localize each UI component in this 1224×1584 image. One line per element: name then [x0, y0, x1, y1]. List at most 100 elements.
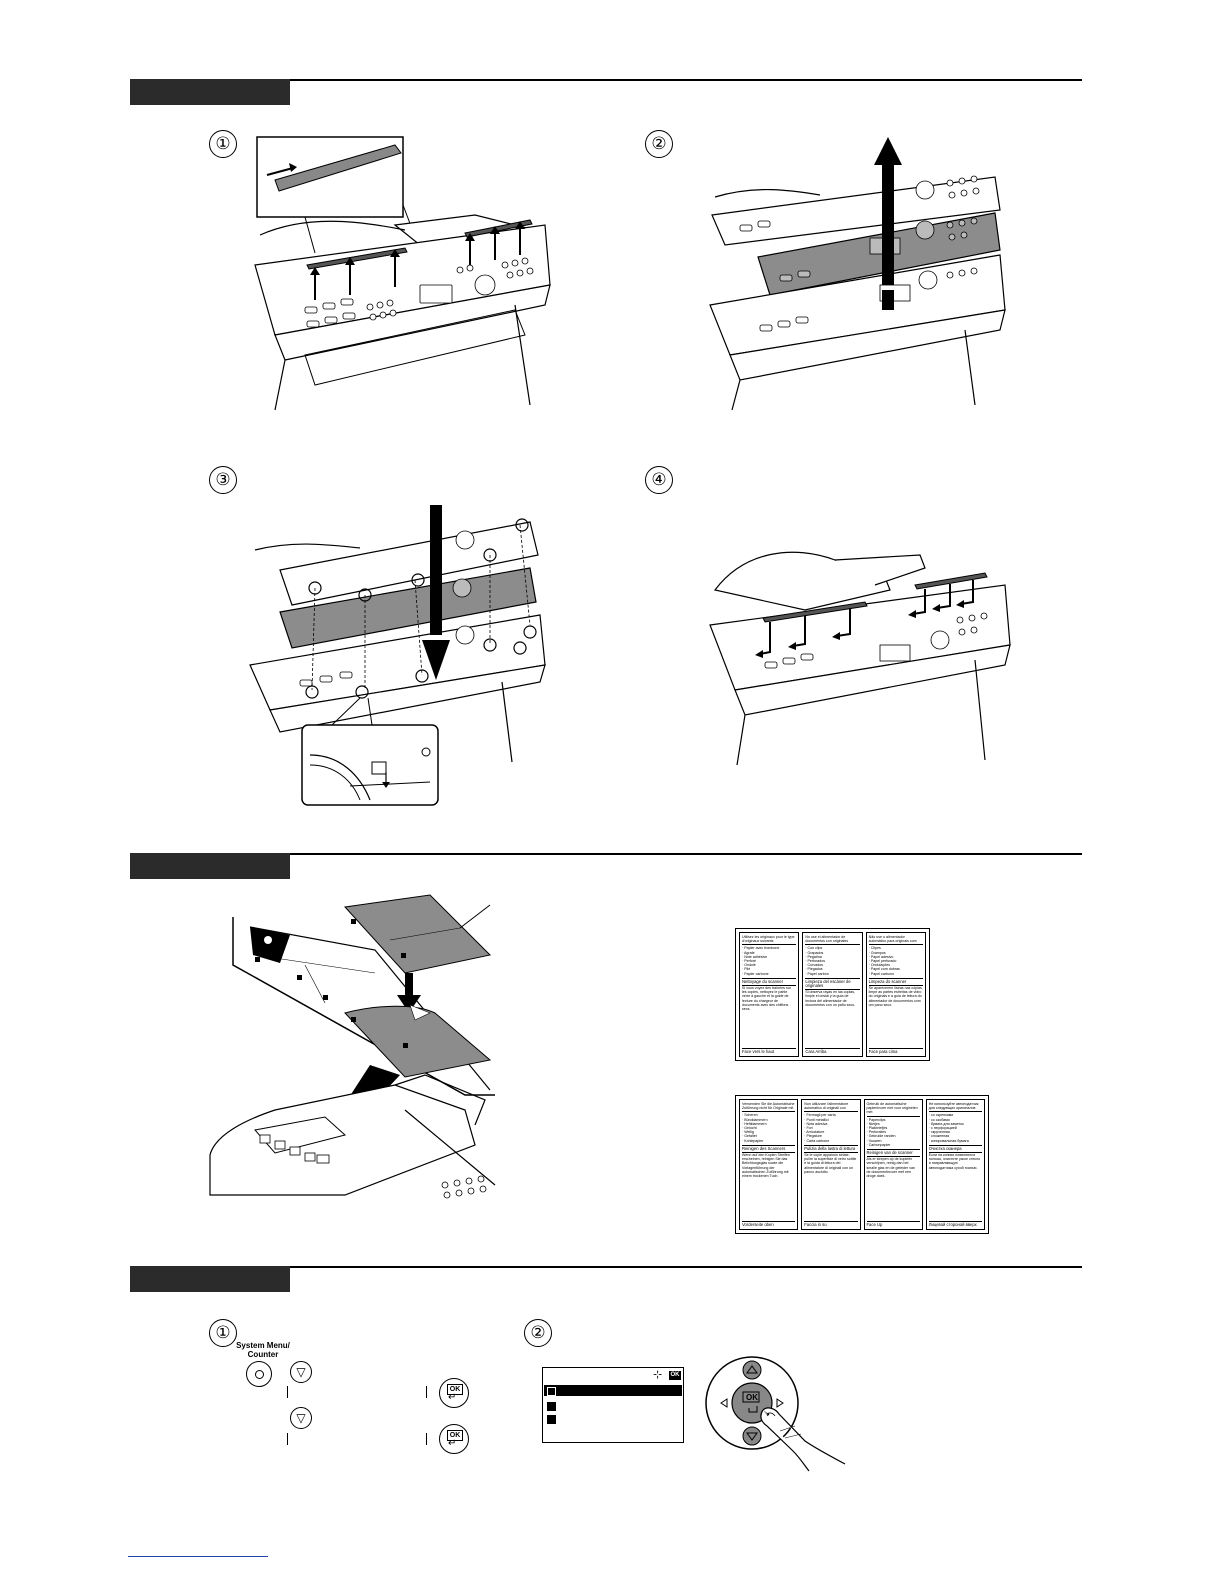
label-list-item: · Grapados	[805, 950, 824, 955]
menu-selection-bracket-2-end	[426, 1433, 427, 1445]
label-list-item: · Papel carbón	[805, 971, 829, 976]
lcd-row-3[interactable]	[544, 1413, 682, 1424]
label-list-item: · Clipes	[868, 946, 881, 951]
label-list-item: · Plié	[742, 967, 751, 972]
lcd-row-selected[interactable]	[544, 1385, 682, 1396]
label-column-header: Non utilizzare l'alimentatore automatico…	[804, 1102, 858, 1113]
label-column-header: Utilisez les originaux pour le type d'or…	[742, 935, 797, 946]
label-clean-title: Nettoyage du scanner	[742, 977, 797, 987]
label-list-item: · Nota adesiva	[804, 1121, 828, 1126]
menu-selection-bracket-2	[287, 1433, 288, 1445]
lcd-screen: ⊹ OK	[542, 1367, 684, 1443]
down-key-1[interactable]: ▽	[290, 1361, 312, 1383]
label-list-item: · Gekrulde randen	[866, 1134, 896, 1139]
lcd-ok-badge: OK	[669, 1371, 681, 1380]
label-column-header: Não use o alimentador automático para or…	[868, 935, 923, 946]
label-list-item: · Papel carbono	[868, 971, 895, 976]
label-list-item: · Gelocht	[742, 1126, 757, 1131]
label-list-item: · Paperclips	[866, 1117, 886, 1122]
label-list-item: · копировальная бумага	[928, 1138, 969, 1143]
step-number-s3-2: ②	[524, 1319, 552, 1347]
label-sheet-large	[735, 1095, 989, 1234]
ok-key-1[interactable]: OK ↵	[439, 1378, 469, 1408]
illustration-apply-original-label	[209, 894, 496, 1199]
label-column: Non utilizzare l'alimentatore automatico…	[801, 1099, 861, 1230]
lcd-row-number-icon	[547, 1387, 556, 1396]
label-clean-title: Очистка сканера	[928, 1144, 982, 1154]
step-number-2: ②	[645, 130, 673, 158]
label-list-item: · Pegatina	[805, 954, 822, 959]
label-clean-text: Если на копиях появляются полосы, очисти…	[928, 1153, 981, 1170]
illustration-press-ok-key	[705, 1356, 846, 1472]
section-bar-3	[130, 1266, 1082, 1292]
label-column-footer: Face vers le haut	[742, 1047, 797, 1054]
label-column-header: No use el alimentador de documentos con …	[805, 935, 860, 946]
down-key-2[interactable]: ▽	[290, 1407, 312, 1429]
menu-selection-bracket-1	[287, 1386, 288, 1398]
label-list-item: · Perforados	[805, 959, 826, 964]
label-column: Não use o alimentador automático para or…	[865, 932, 926, 1057]
label-list-item: · Kohlepapier	[742, 1138, 764, 1143]
label-list-item: · Perforé	[742, 959, 756, 964]
section-rule	[290, 853, 1082, 855]
label-clean-text: Als er strepen op de kopieën verschijnen…	[866, 1157, 916, 1179]
label-column: Gebruik de automatische papierinvoer nie…	[863, 1099, 923, 1230]
lcd-row-2[interactable]	[544, 1400, 682, 1411]
label-sheet-large-columns: Verwenden Sie die Automatische Zuführung…	[739, 1099, 985, 1230]
section-tab	[130, 79, 290, 105]
ok-badge: OK	[447, 1384, 463, 1395]
label-clean-text: Si observa rayas en las copias, limpie e…	[805, 990, 856, 1007]
illustration-lift-panel-sheet	[709, 137, 1006, 411]
label-list-item: · Piegature	[804, 1134, 822, 1139]
label-sheet-small	[735, 928, 930, 1061]
lcd-row-number-icon	[547, 1415, 556, 1424]
label-clean-title: Reinigen van de scanner	[866, 1149, 920, 1158]
label-list-item: · Scheren	[742, 1113, 758, 1118]
label-column-header: Не используйте автоподатчик для следующи…	[928, 1102, 982, 1113]
menu-selection-bracket-1-end	[426, 1386, 427, 1398]
label-list-item: · скрученная	[928, 1130, 950, 1135]
label-column-header: Verwenden Sie die Automatische Zuführung…	[742, 1102, 796, 1113]
label-column-footer: Face para cima	[868, 1047, 923, 1054]
label-column: No use el alimentador de documentos con …	[802, 932, 863, 1057]
label-list-item: · с перфорацией	[928, 1126, 957, 1131]
label-column-footer: Cara Arriba	[805, 1047, 860, 1054]
label-clean-title: Limpeza do scanner	[868, 977, 923, 987]
footer-link-rule	[128, 1556, 268, 1557]
label-list-item: · Nietjes	[866, 1121, 880, 1126]
label-list-item: · Fori	[804, 1126, 813, 1131]
section-bar-1	[130, 79, 1082, 105]
label-list-item: · бумага для заметок	[928, 1121, 964, 1126]
label-clean-text: Se le copie appaiono striate, pulire la …	[804, 1153, 857, 1174]
lcd-row-number-icon	[547, 1402, 556, 1411]
step-number-s3-1: ①	[209, 1319, 237, 1347]
label-clean-text: Se aparecerem listras nas cópias, limpe …	[868, 986, 923, 1007]
system-menu-label-line2: Counter	[247, 1350, 279, 1359]
label-clean-title: Pulizia della lastra di lettura	[804, 1144, 858, 1154]
label-list-item: · Note adhésive	[742, 954, 768, 959]
illustration-remove-cover-strips	[254, 136, 551, 411]
label-sheet-small-columns: Utilisez les originaux pour le type d'or…	[739, 932, 926, 1057]
label-list-item: · сложенная	[928, 1134, 950, 1139]
label-column-footer: Vorderseite oben	[742, 1220, 796, 1227]
label-clean-text: Si vous voyez des traînées sur les copie…	[742, 986, 791, 1012]
ok-key-2[interactable]: OK ↵	[439, 1424, 469, 1454]
label-list-item: · Gefaltet	[742, 1134, 757, 1139]
label-list-item: · Agrafe	[742, 950, 755, 955]
label-list-item: · Grampos	[868, 950, 886, 955]
section-tab	[130, 1266, 290, 1292]
illustration-insert-panel-sheet	[249, 505, 546, 806]
lcd-nav-icon: ⊹	[653, 1369, 663, 1381]
label-list-item: · Arricciature	[804, 1130, 825, 1135]
step-number-3: ③	[209, 466, 237, 494]
label-column: Не используйте автоподатчик для следующи…	[925, 1099, 985, 1230]
label-list-item: · Heftklammern	[742, 1121, 767, 1126]
label-column-footer: Face Up	[866, 1220, 920, 1227]
label-column-header: Gebruik de automatische papierinvoer nie…	[866, 1102, 920, 1117]
step-number-4: ④	[645, 466, 673, 494]
label-list-item: · Ondulé	[742, 963, 756, 968]
label-list-item: · Vouwen	[866, 1138, 882, 1143]
label-clean-text: Wenn auf den Kopien Streifen erscheinen,…	[742, 1153, 790, 1179]
label-list-item: · Perforaties	[866, 1130, 887, 1135]
system-menu-key[interactable]	[246, 1361, 272, 1387]
